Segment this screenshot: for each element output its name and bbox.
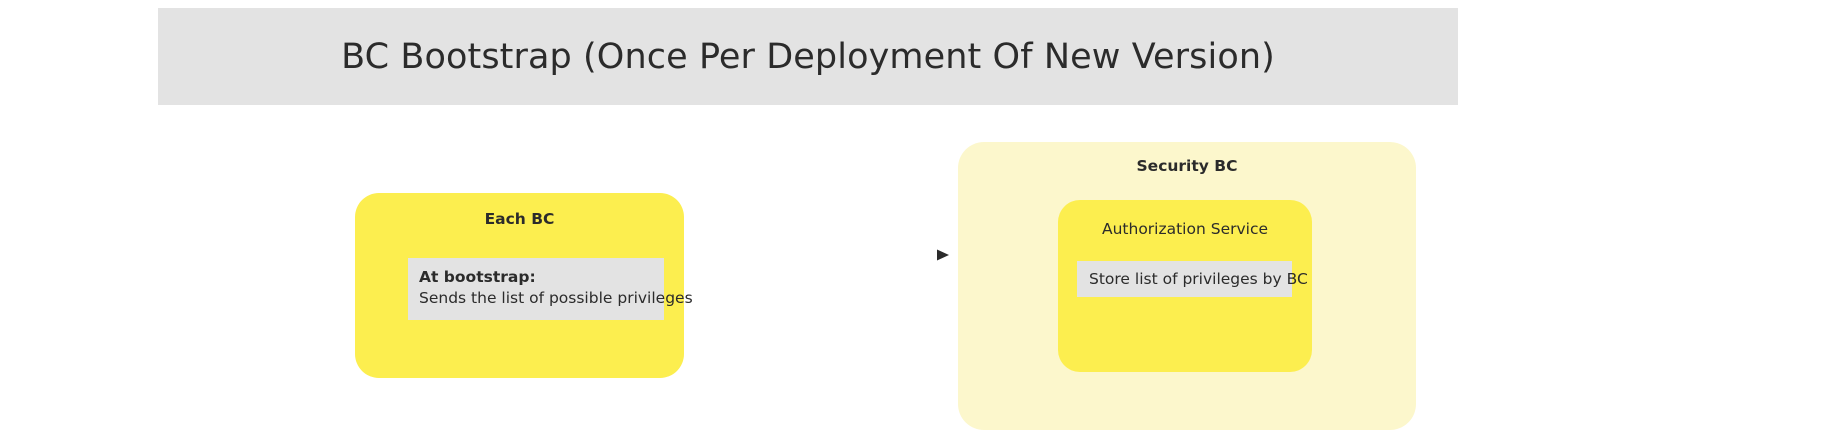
node-security-bc-title: Security BC <box>1136 157 1238 175</box>
node-security-bc[interactable]: Security BC Authorization Service Store … <box>958 142 1416 430</box>
header-band: BC Bootstrap (Once Per Deployment Of New… <box>158 8 1458 105</box>
arrow-right-icon <box>698 249 949 261</box>
page-title: BC Bootstrap (Once Per Deployment Of New… <box>341 36 1275 77</box>
authorization-service-action: Store list of privileges by BC <box>1077 261 1308 297</box>
bootstrap-arrow <box>698 238 950 272</box>
each-bc-note-heading: At bootstrap: <box>419 268 536 286</box>
node-authorization-service[interactable]: Authorization Service Store list of priv… <box>1058 200 1312 372</box>
node-each-bc[interactable]: Each BC At bootstrap: Sends the list of … <box>355 193 693 378</box>
node-each-bc-title: Each BC <box>484 210 555 228</box>
node-authorization-service-title: Authorization Service <box>1101 220 1269 238</box>
each-bc-note-box: At bootstrap: Sends the list of possible… <box>408 258 693 320</box>
each-bc-note-body: Sends the list of possible privileges <box>419 288 693 307</box>
